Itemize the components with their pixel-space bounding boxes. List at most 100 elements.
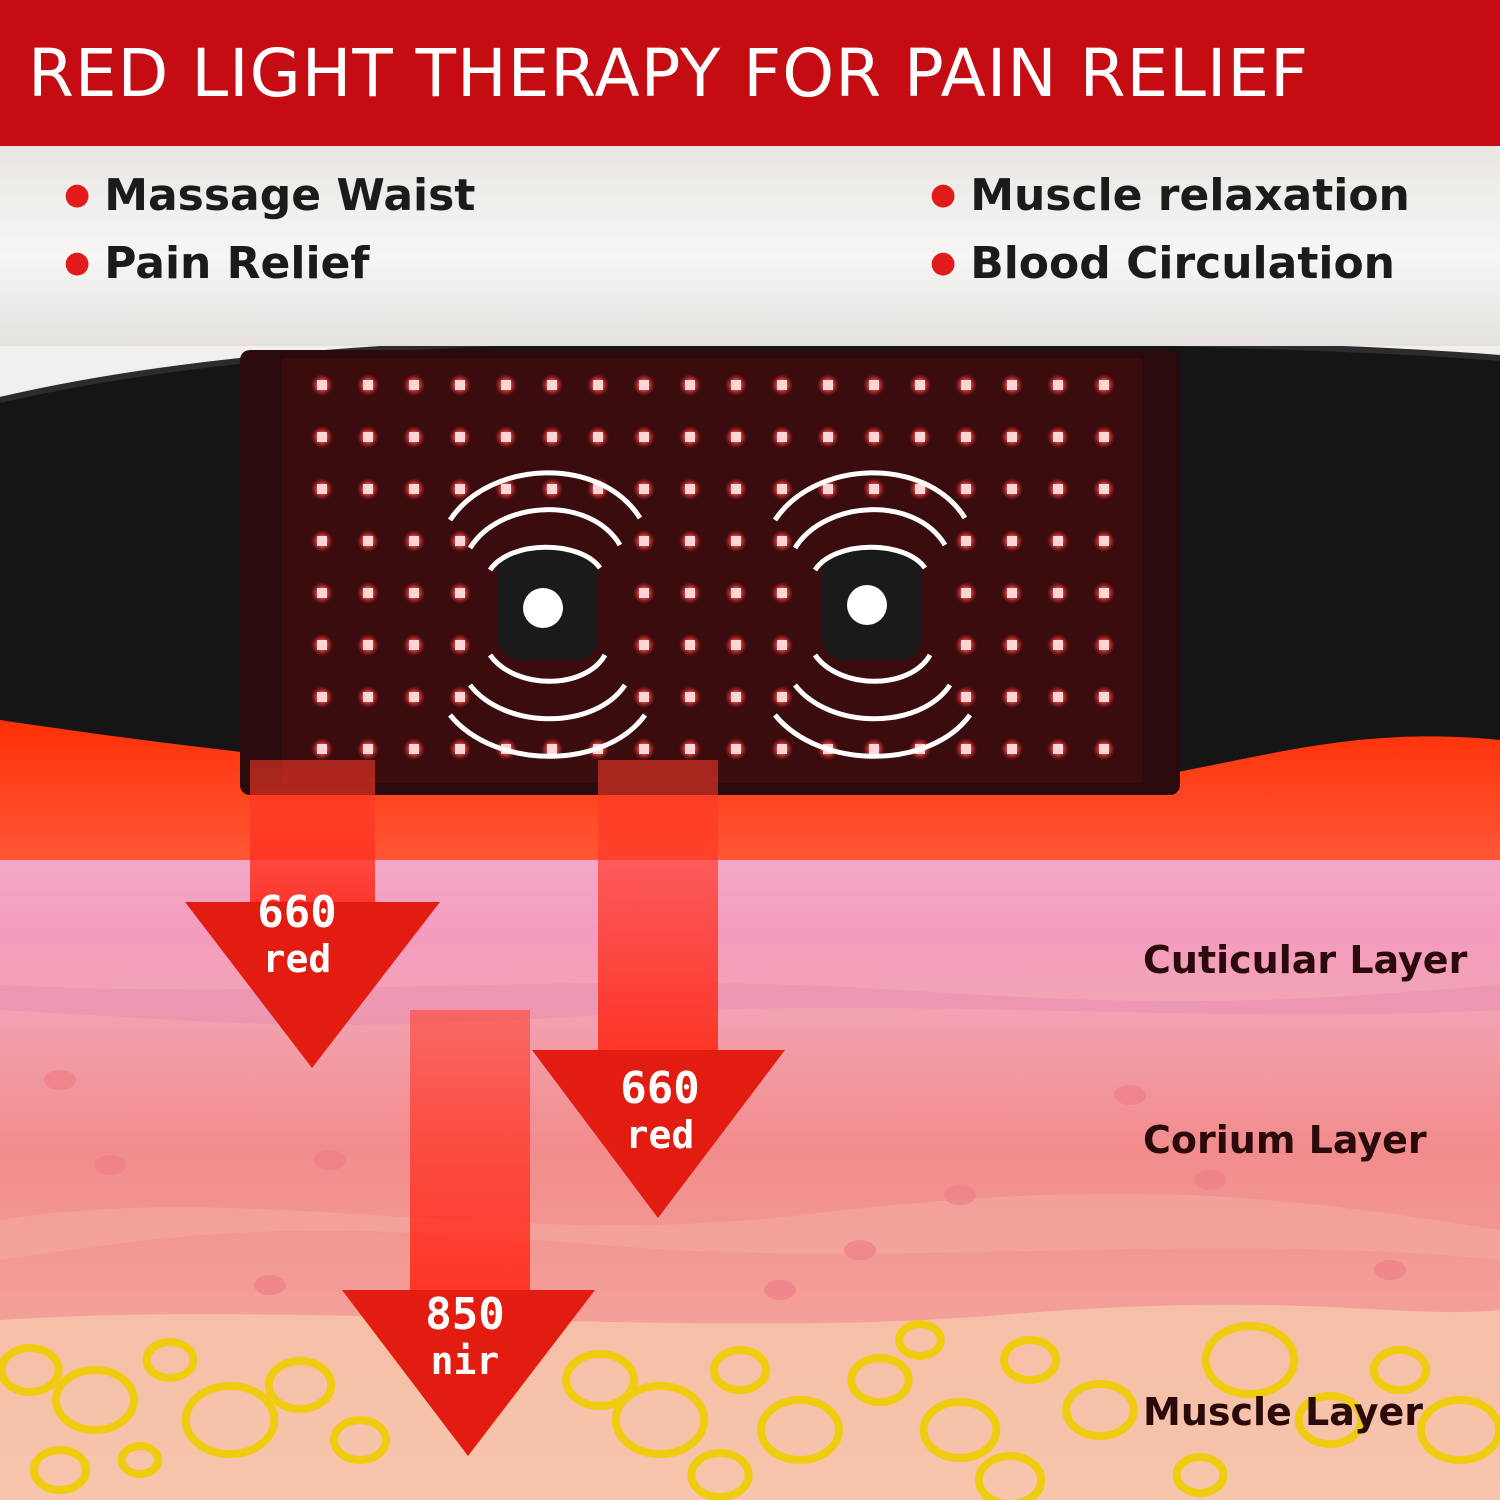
muscle-cell (1370, 1346, 1430, 1394)
benefit-pain-relief: ●Pain Relief (64, 238, 370, 289)
page-title: RED LIGHT THERAPY FOR PAIN RELIEF (28, 34, 1310, 112)
massage-head-left (447, 470, 648, 759)
led-light (633, 374, 655, 396)
title-banner: RED LIGHT THERAPY FOR PAIN RELIEF (0, 0, 1500, 146)
led-light (1093, 738, 1115, 760)
corium-cell (1114, 1085, 1146, 1105)
led-light (771, 582, 793, 604)
led-light (1001, 686, 1023, 708)
led-light (311, 738, 333, 760)
muscle-cell (974, 1452, 1046, 1500)
led-light (1001, 426, 1023, 448)
layer-label-corium: Corium Layer (1143, 1118, 1427, 1162)
led-light (955, 634, 977, 656)
corium-cell (944, 1185, 976, 1205)
led-light (909, 374, 931, 396)
led-light (311, 686, 333, 708)
led-light (1047, 686, 1069, 708)
led-light (955, 426, 977, 448)
led-light (725, 530, 747, 552)
layer-label-cuticular: Cuticular Layer (1143, 938, 1468, 982)
benefit-muscle-relaxation: ●Muscle relaxation (930, 170, 1410, 221)
muscle-cell (1062, 1380, 1138, 1440)
muscle-cell (710, 1346, 770, 1394)
led-light (725, 426, 747, 448)
bullet-icon: ● (64, 177, 91, 212)
led-light (633, 634, 655, 656)
led-light (541, 374, 563, 396)
led-light (357, 634, 379, 656)
led-light (771, 738, 793, 760)
led-light (771, 478, 793, 500)
led-grid (311, 374, 1115, 760)
muscle-cell (847, 1354, 913, 1406)
led-light (1047, 582, 1069, 604)
led-light (863, 426, 885, 448)
led-light (311, 530, 333, 552)
led-light (909, 426, 931, 448)
muscle-cell (687, 1449, 753, 1500)
muscle-cell (1294, 1392, 1366, 1448)
led-light (771, 530, 793, 552)
bullet-icon: ● (930, 177, 957, 212)
led-light (633, 582, 655, 604)
led-light (725, 686, 747, 708)
led-light (403, 426, 425, 448)
led-light (771, 426, 793, 448)
led-light (311, 374, 333, 396)
led-light (587, 426, 609, 448)
corium-cell (44, 1070, 76, 1090)
muscle-cell (1000, 1336, 1060, 1384)
led-light (357, 530, 379, 552)
muscle-cell (757, 1396, 843, 1464)
led-light (725, 374, 747, 396)
corium-wave (0, 1193, 1500, 1260)
corium-cell (1374, 1260, 1406, 1280)
muscle-top-edge (0, 1304, 1500, 1500)
led-light (449, 738, 471, 760)
led-light (1001, 374, 1023, 396)
led-light (1093, 582, 1115, 604)
led-light (955, 582, 977, 604)
led-light (725, 634, 747, 656)
led-light (633, 426, 655, 448)
led-light (771, 374, 793, 396)
led-light (449, 686, 471, 708)
led-light (1093, 426, 1115, 448)
led-light (1093, 634, 1115, 656)
led-light (449, 426, 471, 448)
led-light (1001, 582, 1023, 604)
led-light (541, 426, 563, 448)
led-light (357, 582, 379, 604)
led-light (1047, 374, 1069, 396)
benefits-area (0, 146, 1500, 346)
led-light (495, 426, 517, 448)
muscle-cell (1417, 1396, 1500, 1464)
led-light (1001, 634, 1023, 656)
corium-cell (764, 1280, 796, 1300)
led-light (357, 374, 379, 396)
led-light (1047, 738, 1069, 760)
led-light (633, 530, 655, 552)
muscle-cell (142, 1338, 198, 1382)
muscle-cell (919, 1398, 1001, 1462)
led-light (403, 530, 425, 552)
led-light (679, 426, 701, 448)
led-light (449, 478, 471, 500)
led-light (1047, 478, 1069, 500)
led-light (863, 374, 885, 396)
massage-head-right (772, 470, 973, 759)
led-light (1093, 530, 1115, 552)
arrow-label-850-nir: 850 nir (425, 1289, 505, 1384)
muscle-cell (330, 1416, 390, 1464)
led-light (1047, 530, 1069, 552)
bullet-icon: ● (930, 245, 957, 280)
led-light (955, 374, 977, 396)
led-light (403, 686, 425, 708)
led-light (633, 738, 655, 760)
muscle-cell (264, 1357, 336, 1413)
led-light (357, 426, 379, 448)
arrow-label-660-red-2: 660 red (620, 1063, 700, 1158)
led-light (449, 582, 471, 604)
muscle-cell (1201, 1322, 1299, 1398)
